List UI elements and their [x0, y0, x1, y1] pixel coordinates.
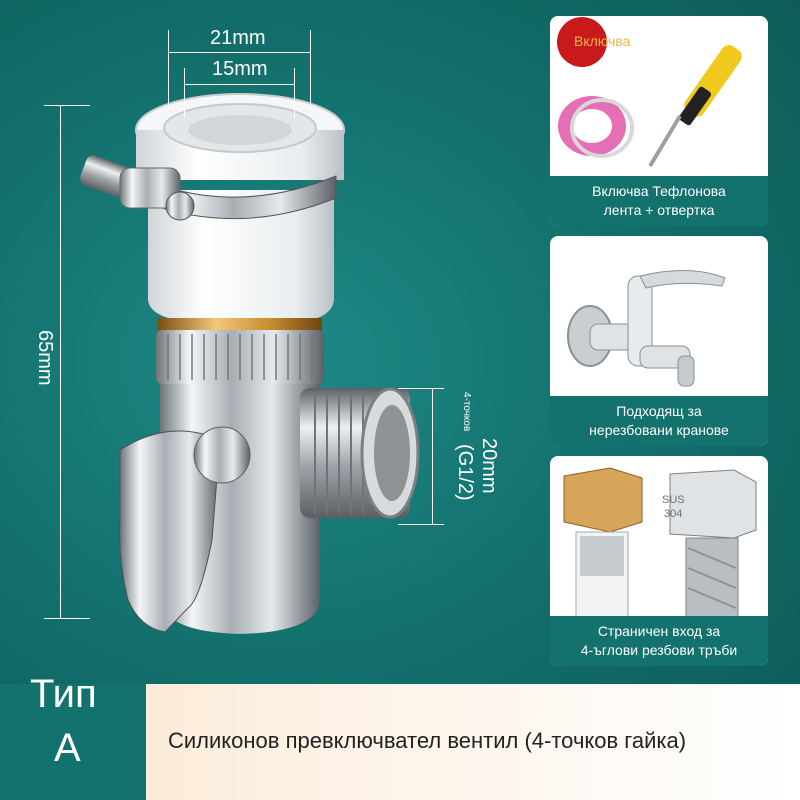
dim-thread-spec: (G1/2): [454, 444, 476, 501]
dim-65-top-tick: [44, 105, 90, 106]
hose-connectors-image: [563, 467, 757, 626]
card-side-inlet: SUS 304 Страничен вход за 4-ъглови резбо…: [550, 456, 768, 666]
dim-15-right-tick: [294, 68, 295, 118]
card-compatible-faucets: Подходящ за нерезбовани кранове: [550, 236, 768, 446]
hose-label-sus: SUS: [662, 494, 685, 506]
dim-65-line: [60, 105, 61, 618]
dim-20-bottom-tick: [398, 524, 444, 525]
card-side-inlet-caption: Страничен вход за 4-ъглови резбови тръби: [550, 616, 768, 666]
dim-thread-size: 20mm: [478, 438, 500, 494]
card-side-inlet-line1: Страничен вход за: [597, 623, 721, 639]
dim-nut-type: 4-точков: [461, 392, 472, 432]
dim-inner-width: 15mm: [212, 58, 268, 80]
dim-20-top-tick: [398, 388, 444, 389]
faucet-image: [567, 270, 726, 387]
dim-height: 65mm: [34, 330, 56, 386]
dim-15-line: [184, 84, 294, 85]
card-compatible-line1: Подходящ за: [616, 403, 702, 419]
banner-description: Силиконов превключвател вентил (4-точков…: [168, 728, 687, 753]
card-included-line2: лента + отвертка: [603, 202, 715, 218]
included-items-image: [558, 45, 742, 168]
dim-21-right-tick: [310, 30, 311, 110]
card-included-caption: Включва Тефлонова лента + отвертка: [550, 176, 768, 226]
hose-clamp: [149, 175, 337, 220]
card-compatible-line2: нерезбовани кранове: [589, 422, 729, 438]
card-compatible-caption: Подходящ за нерезбовани кранове: [550, 396, 768, 446]
dim-21-line: [168, 52, 310, 53]
dim-65-bottom-tick: [44, 618, 90, 619]
included-badge: [557, 17, 607, 67]
type-label-line2: A: [54, 726, 81, 770]
dim-15-left-tick: [184, 68, 185, 118]
card-side-inlet-line2: 4-ъглови резбови тръби: [580, 642, 738, 658]
dim-20-line: [432, 388, 433, 524]
type-label-line1: Тип: [30, 672, 97, 716]
hose-label-304: 304: [664, 508, 683, 520]
included-badge-label: Включва: [574, 33, 631, 49]
card-included-line1: Включва Тефлонова: [592, 183, 726, 199]
dim-21-left-tick: [168, 30, 169, 110]
silicone-sleeve: [148, 190, 334, 322]
type-label-box: [0, 684, 146, 800]
lever-handle: [119, 430, 221, 633]
dim-outer-width: 21mm: [210, 27, 266, 49]
